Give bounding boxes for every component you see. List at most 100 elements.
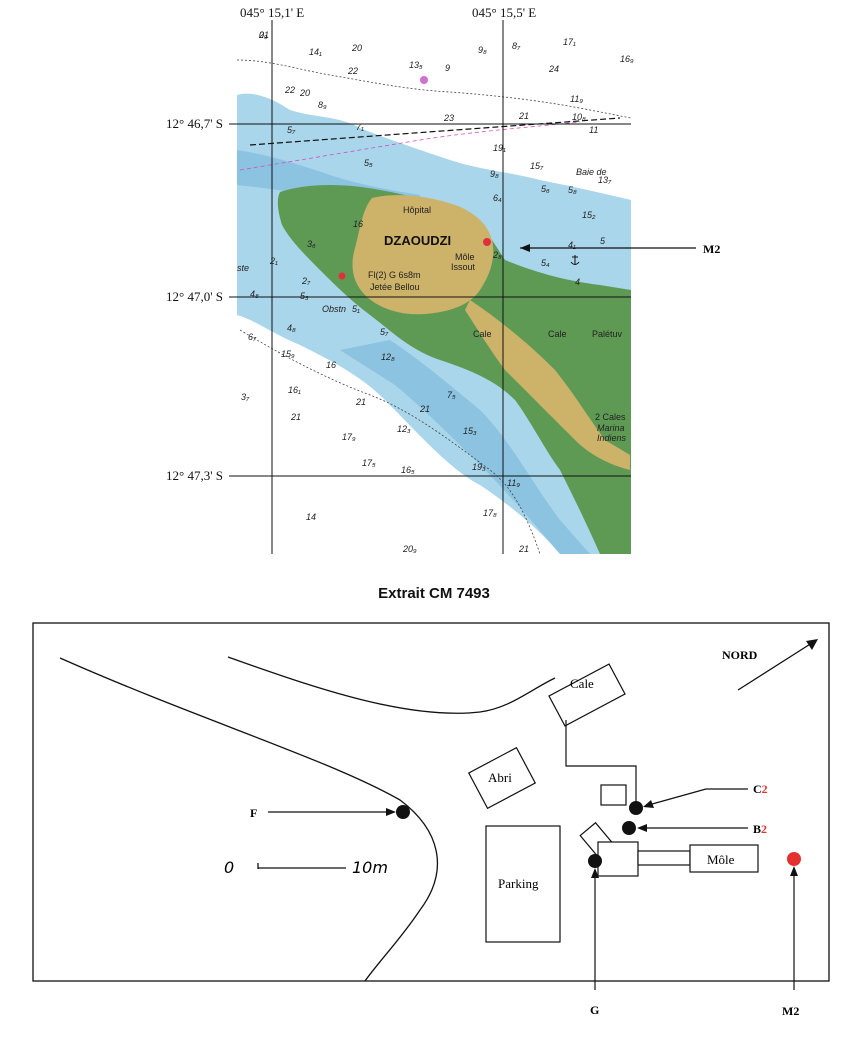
depth-sounding: 24 bbox=[548, 64, 559, 74]
depth-sounding: 16 bbox=[326, 360, 336, 370]
lat-label-3: 12° 47,3' S bbox=[166, 468, 223, 483]
cale-connector bbox=[565, 720, 637, 806]
place-label: Jetée Bellou bbox=[370, 282, 420, 292]
depth-sounding: 11₉ bbox=[507, 478, 520, 488]
lat-label-2: 12° 47,0' S bbox=[166, 289, 223, 304]
depth-sounding: 12₈ bbox=[381, 352, 395, 362]
depth-sounding: 8₉ bbox=[318, 100, 327, 110]
shoreline-top bbox=[227, 656, 556, 714]
m2-chart-label: M2 bbox=[703, 242, 720, 256]
place-label: Issout bbox=[451, 262, 476, 272]
place-label: 2 Cales bbox=[595, 412, 626, 422]
chart-depth-contour bbox=[239, 329, 541, 555]
depth-sounding: 4 bbox=[575, 277, 580, 287]
depth-sounding: 6₄ bbox=[493, 193, 502, 203]
depth-sounding: 5₇ bbox=[380, 327, 389, 337]
place-label: Môle bbox=[455, 252, 475, 262]
depth-sounding: 6₇ bbox=[248, 332, 257, 342]
depth-sounding: 4₈ bbox=[287, 323, 296, 333]
depth-sounding: 13₅ bbox=[409, 60, 423, 70]
depth-sounding: 0₉ bbox=[259, 30, 268, 40]
depth-sounding: 5₇ bbox=[287, 125, 296, 135]
depth-sounding: 2₈ bbox=[492, 250, 502, 260]
depth-sounding: 8₇ bbox=[512, 41, 521, 51]
mole-label: Môle bbox=[707, 852, 735, 867]
depth-sounding: 2₇ bbox=[301, 276, 311, 286]
depth-sounding: 11₉ bbox=[570, 94, 583, 104]
depth-sounding: 10₈ bbox=[572, 112, 586, 122]
depth-sounding: 19₃ bbox=[472, 462, 486, 472]
depth-sounding: 20₉ bbox=[402, 544, 417, 554]
chart-depth-contour-north bbox=[236, 59, 632, 119]
lat-label-1: 12° 46,7' S bbox=[166, 116, 223, 131]
depth-sounding: 12₃ bbox=[397, 424, 411, 434]
f-label: F bbox=[250, 806, 257, 820]
depth-sounding: 9₈ bbox=[490, 169, 499, 179]
depth-sounding: 21 bbox=[518, 111, 529, 121]
diagram-frame bbox=[32, 622, 830, 982]
small-square bbox=[600, 784, 627, 806]
lon-label-1: 045° 15,1' E bbox=[240, 5, 304, 20]
chart-caption: Extrait CM 7493 bbox=[378, 585, 490, 602]
depth-sounding: 21 bbox=[290, 412, 301, 422]
parking-label: Parking bbox=[498, 876, 539, 891]
north-arrow-head bbox=[806, 639, 818, 650]
chart-magenta-line bbox=[239, 121, 581, 171]
depth-sounding: 17₅ bbox=[362, 458, 376, 468]
m2-arrow-head bbox=[790, 866, 798, 876]
depth-sounding: 5 bbox=[600, 236, 606, 246]
depth-sounding: 22 bbox=[347, 66, 358, 76]
depth-sounding: 13₇ bbox=[598, 175, 612, 185]
depth-sounding: 21 bbox=[355, 397, 366, 407]
b2-arrow-head bbox=[637, 824, 647, 832]
depth-sounding: 4₈ bbox=[250, 289, 259, 299]
depth-sounding: 3₇ bbox=[241, 392, 250, 402]
island-name: DZAOUDZI bbox=[384, 233, 451, 248]
place-label: Cale bbox=[548, 329, 567, 339]
depth-sounding: 17₁ bbox=[563, 37, 576, 47]
nautical-chart: 045° 15,1' E 045° 15,5' E 12° 46,7' S 12… bbox=[166, 5, 720, 555]
b2-label: B2 bbox=[753, 822, 767, 836]
point-c2 bbox=[629, 801, 643, 815]
lighthouse-red-marker bbox=[483, 238, 491, 246]
depth-sounding: 19₁ bbox=[493, 143, 506, 153]
depth-sounding: 21 bbox=[518, 544, 529, 554]
depth-sounding: 20 bbox=[351, 43, 362, 53]
depth-sounding: 23 bbox=[443, 113, 454, 123]
depth-sounding: 17₉ bbox=[342, 432, 356, 442]
chart-leading-line bbox=[249, 117, 621, 146]
f-arrow-head bbox=[386, 808, 396, 816]
depth-sounding: 5₆ bbox=[541, 184, 550, 194]
depth-sounding: 16₁ bbox=[288, 385, 301, 395]
buoy-marker bbox=[420, 76, 428, 84]
depth-sounding: 16 bbox=[353, 219, 363, 229]
point-g bbox=[588, 854, 602, 868]
depth-sounding: 15₉ bbox=[281, 349, 295, 359]
g-arrow-head bbox=[591, 868, 599, 878]
north-label: NORD bbox=[722, 648, 758, 662]
cale-building bbox=[548, 663, 626, 727]
m2-diagram-label: M2 bbox=[782, 1004, 799, 1018]
parking-area bbox=[485, 825, 561, 943]
depth-sounding: 22 bbox=[284, 85, 295, 95]
depth-sounding: 2₁ bbox=[269, 256, 278, 266]
place-label: ste bbox=[237, 263, 249, 273]
depth-sounding: 5₅ bbox=[364, 158, 373, 168]
point-b2 bbox=[622, 821, 636, 835]
mole-block bbox=[689, 844, 759, 873]
place-label: Palétuv bbox=[592, 329, 623, 339]
depth-sounding: 3₆ bbox=[307, 239, 316, 249]
depth-sounding: 11 bbox=[589, 125, 598, 135]
depth-sounding: 9₈ bbox=[478, 45, 487, 55]
c2-arrow bbox=[644, 788, 707, 807]
place-label: Fl(2) G 6s8m bbox=[368, 270, 421, 280]
depth-sounding: 5₄ bbox=[541, 258, 550, 268]
depth-sounding: 15₃ bbox=[463, 426, 477, 436]
depth-sounding: 7₅ bbox=[447, 390, 456, 400]
place-label: Obstn bbox=[322, 304, 346, 314]
depth-sounding: 14₁ bbox=[309, 47, 322, 57]
north-arrow bbox=[737, 640, 816, 691]
depth-sounding: 16₅ bbox=[401, 465, 415, 475]
place-label: Hôpital bbox=[403, 205, 431, 215]
scale-ten: 10m bbox=[352, 858, 388, 877]
